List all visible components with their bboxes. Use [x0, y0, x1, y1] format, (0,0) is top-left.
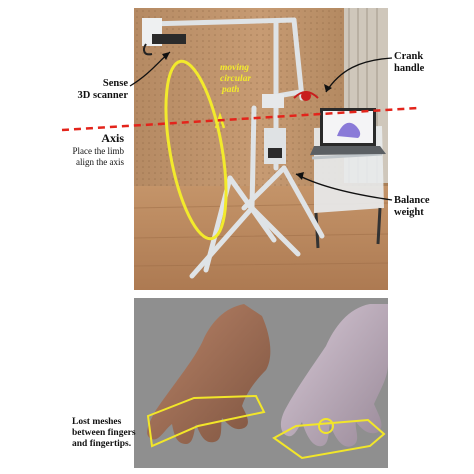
lost-meshes-label: Lost meshes between fingers and fingerti… [72, 417, 136, 449]
axis-label: Axis [101, 131, 124, 145]
axis-description: Place the limb align the axis [72, 146, 125, 167]
moving-path-label-line3: path [221, 85, 239, 95]
balance-weight-label: Balance weight [394, 195, 430, 218]
scanner-rig-illustration: moving circular path [134, 8, 388, 290]
sense-scanner-label: Sense 3D scanner [77, 78, 128, 101]
crank-handle-label: Crank handle [394, 51, 425, 74]
lost-mesh-outline-circle [318, 418, 334, 434]
right-hand-mesh [280, 304, 388, 447]
hand-mesh-illustration [146, 304, 388, 460]
moving-path-label-line1: moving [220, 63, 249, 73]
hand-mesh-panel [134, 298, 388, 468]
lost-mesh-outline-left [146, 394, 266, 448]
scanner-rig-photo: moving circular path [134, 8, 388, 290]
moving-path-label-line2: circular [220, 74, 251, 84]
lost-mesh-outline-right [272, 418, 386, 460]
left-hand-mesh [147, 304, 271, 444]
